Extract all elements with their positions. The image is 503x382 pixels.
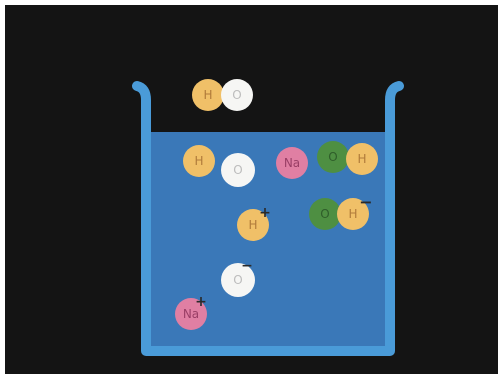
atom-label: O	[233, 273, 242, 287]
atom-label: H	[357, 152, 366, 166]
atom-label: O	[232, 88, 241, 102]
atom-h-right-1: H	[346, 143, 378, 175]
atom-label: O	[320, 207, 329, 221]
atom-h-above: H	[192, 79, 224, 111]
atom-h-left: H	[183, 145, 215, 177]
atom-label: O	[328, 150, 337, 164]
atom-label: H	[248, 218, 257, 232]
atom-label: H	[348, 207, 357, 221]
atom-label: H	[194, 154, 203, 168]
charge-sign: −	[359, 193, 372, 212]
atom-label: O	[233, 163, 242, 177]
atom-o-green-2: O	[309, 198, 341, 230]
atom-o-above: O	[221, 79, 253, 111]
atom-na: Na	[276, 147, 308, 179]
atom-o-left: O	[221, 153, 255, 187]
atom-label: Na	[284, 156, 300, 170]
charge-sign: +	[259, 205, 271, 221]
charge-sign: −	[241, 258, 253, 274]
atom-o-green-1: O	[317, 141, 349, 173]
atom-label: H	[203, 88, 212, 102]
charge-sign: +	[195, 294, 207, 310]
